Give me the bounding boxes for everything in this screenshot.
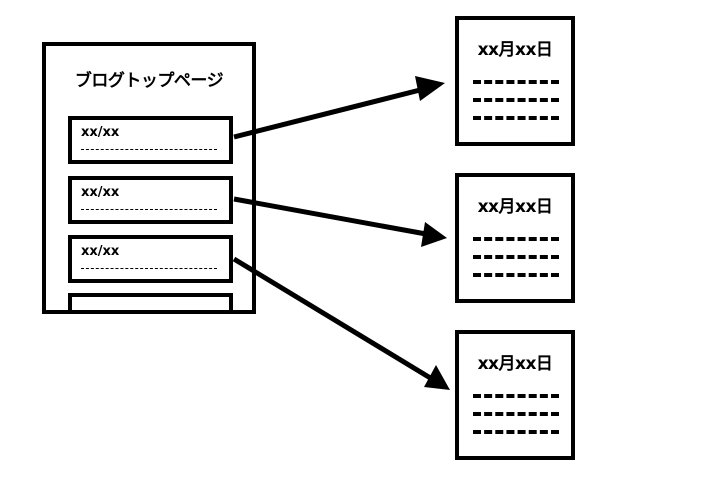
detail-page-title: xx月xx日: [477, 354, 553, 374]
detail-content-line: [473, 237, 559, 241]
arrowhead-2: [421, 222, 447, 247]
entry-date: xx/xx: [81, 125, 120, 140]
detail-content-line: [473, 98, 559, 102]
detail-content-line: [473, 273, 559, 277]
arrow-1: [233, 86, 425, 140]
detail-content-line: [473, 80, 559, 84]
detail-content-line: [473, 255, 559, 259]
detail-page-1: xx月xx日: [455, 16, 575, 146]
entry-text-placeholder: [81, 268, 217, 269]
blog-entry-1: xx/xx: [68, 116, 233, 164]
arrow-3: [232, 256, 434, 382]
detail-content-line: [473, 394, 559, 398]
blog-entry-4-partial: [68, 293, 233, 310]
entry-text-placeholder: [81, 149, 217, 150]
detail-page-title: xx月xx日: [477, 197, 553, 217]
detail-page-3: xx月xx日: [455, 330, 575, 460]
blog-entry-2: xx/xx: [68, 176, 233, 224]
arrowhead-3: [424, 365, 450, 390]
entry-text-placeholder: [81, 209, 217, 210]
blog-entry-3: xx/xx: [68, 235, 233, 283]
entry-date: xx/xx: [81, 185, 120, 200]
blog-top-title: ブログトップページ: [74, 71, 224, 91]
arrow-2: [233, 196, 427, 237]
detail-content-line: [473, 412, 559, 416]
detail-content-line: [473, 116, 559, 120]
detail-page-title: xx月xx日: [477, 40, 553, 60]
detail-content-line: [473, 430, 559, 434]
blog-top-page: ブログトップページ xx/xx xx/xx xx/xx: [42, 42, 256, 314]
entry-date: xx/xx: [81, 244, 120, 259]
detail-page-2: xx月xx日: [455, 173, 575, 303]
arrowhead-1: [415, 76, 445, 101]
